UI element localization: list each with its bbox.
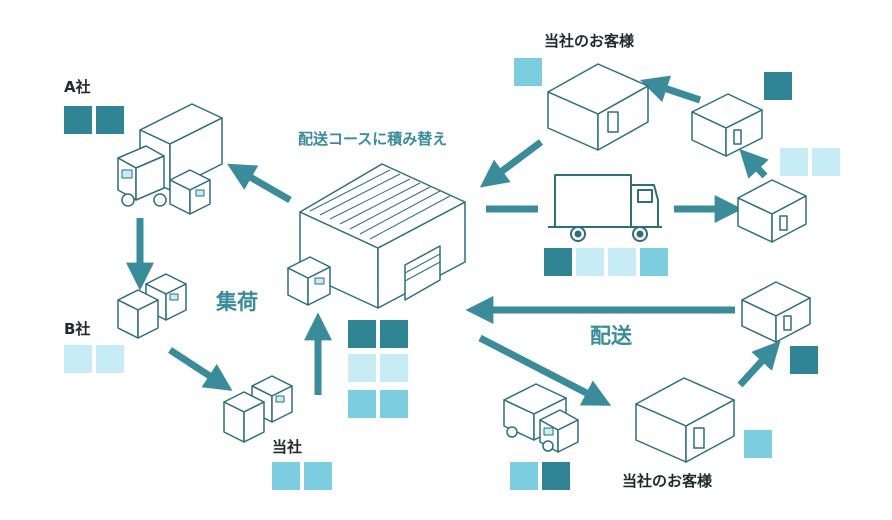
arrow-warehouse-to-a — [227, 163, 292, 204]
customer-top-label: 当社のお客様 — [544, 32, 635, 50]
customer-house-bottom-icon — [635, 377, 735, 463]
square-dark — [64, 106, 92, 134]
delivery-label: 配送 — [590, 324, 632, 348]
square-light — [348, 354, 376, 382]
square-mid — [272, 462, 300, 490]
house-right-upper-icon — [691, 93, 763, 157]
square-mid — [380, 390, 408, 418]
company-b-label: B社 — [64, 320, 91, 338]
collection-label: 集荷 — [216, 290, 258, 314]
square-dark — [764, 72, 792, 100]
arrow-customer-to-warehouse — [479, 139, 544, 188]
square-light — [812, 148, 840, 176]
house-right-lower-icon — [741, 281, 811, 343]
square-mid — [514, 58, 542, 86]
square-light — [380, 354, 408, 382]
square-mid — [510, 462, 538, 490]
warehouse-icon — [299, 163, 466, 309]
arrow-house-to-customer — [640, 75, 702, 104]
own-company-boxes-icon — [223, 375, 293, 443]
own-company-label: 当社 — [272, 438, 303, 456]
square-mid — [348, 390, 376, 418]
arrow-house-to-house — [739, 148, 769, 179]
arrow-warehouse-to-customer — [478, 334, 612, 406]
square-light — [780, 148, 808, 176]
customer-bottom-label: 当社のお客様 — [622, 472, 713, 490]
square-light — [64, 345, 92, 373]
square-light — [96, 345, 124, 373]
route-title: 配送コースに積み替え — [298, 130, 448, 148]
customer-house-top-icon — [547, 63, 649, 151]
house-right-middle-icon — [737, 179, 807, 243]
square-dark — [96, 106, 124, 134]
square-dark — [542, 462, 570, 490]
square-dark — [348, 320, 376, 348]
cargo-squares — [64, 58, 840, 490]
arrow-b-to-own — [168, 347, 233, 391]
arrow-customer-to-house — [737, 340, 781, 388]
truck-a-icon — [117, 103, 223, 215]
company-b-boxes-icon — [117, 273, 187, 339]
square-light — [608, 248, 636, 276]
flow-arrows — [126, 75, 781, 406]
square-dark — [790, 346, 818, 374]
delivery-truck-icon — [548, 174, 662, 242]
square-mid — [744, 430, 772, 458]
cargo-box-icon — [287, 256, 331, 306]
bottom-truck-icon — [503, 383, 579, 453]
square-dark — [380, 320, 408, 348]
square-mid — [640, 248, 668, 276]
square-mid — [304, 462, 332, 490]
company-a-label: A社 — [64, 78, 91, 96]
square-dark — [544, 248, 572, 276]
square-light — [576, 248, 604, 276]
